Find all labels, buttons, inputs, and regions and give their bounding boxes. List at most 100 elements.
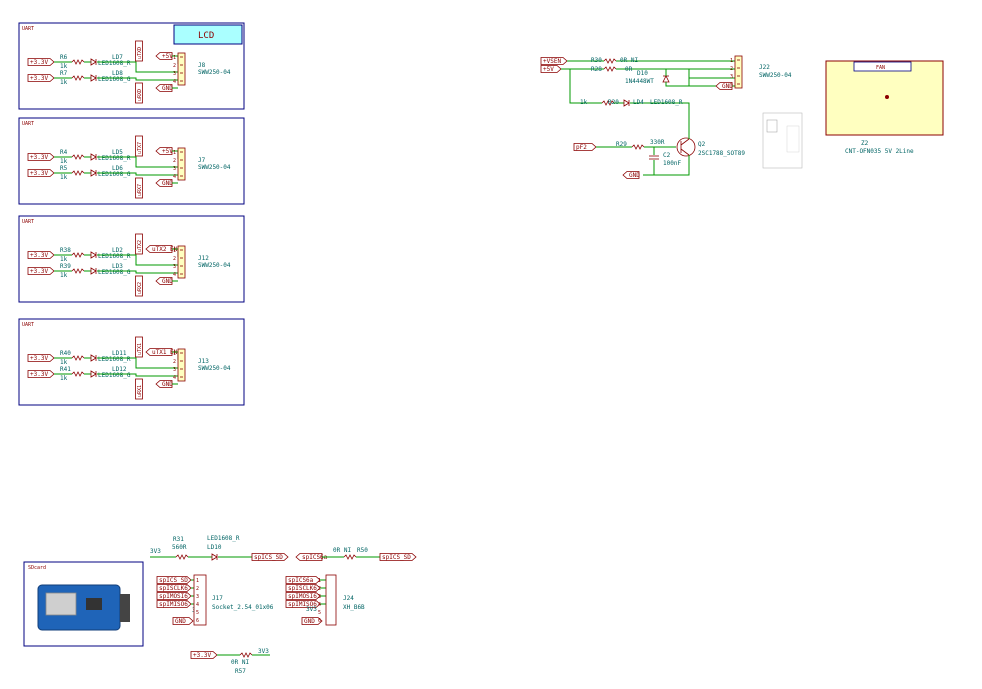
r29-ref: R29 <box>616 141 627 148</box>
resistor-ref: R41 <box>60 366 71 373</box>
wire <box>665 82 689 87</box>
ld10-value: LED1608_R <box>207 535 240 542</box>
resistor-ref: R5 <box>60 165 68 172</box>
tx-net-flag-label: uTXD <box>137 47 143 59</box>
pin-number: 3 <box>173 367 176 373</box>
resistor-value: 1k <box>60 375 68 382</box>
rail-flag-label: +3.3V <box>30 355 48 362</box>
j17-pin-number: 1 <box>196 578 199 584</box>
p5v-flag-label: +5V <box>543 66 554 73</box>
uart-block-frame <box>18 318 245 406</box>
j17-connector <box>193 574 207 626</box>
lcd-label: LCD <box>198 31 214 41</box>
q2-gnd-flag-label: GND <box>629 172 640 179</box>
connector-ref: J8 <box>198 62 206 69</box>
resistor-symbol <box>71 252 85 258</box>
rail-flag <box>27 74 55 82</box>
j17-net-flag-label: spICS_SD <box>159 577 188 584</box>
r28-ref: R28 <box>591 66 602 73</box>
sdcard-frame <box>23 561 144 647</box>
r20-ref: R20 <box>608 99 619 106</box>
uart-block-frame <box>18 117 245 205</box>
j17-net-flag <box>156 576 192 584</box>
pin-number: 1 <box>173 55 176 61</box>
j24-pin-number: 1 <box>318 578 321 584</box>
fan-label-box <box>853 61 912 72</box>
q2-symbol <box>676 137 696 157</box>
uart-connector <box>177 245 186 279</box>
pin-number: 1 <box>730 58 733 64</box>
led-value: LED1608_R <box>98 356 131 363</box>
pin-number: 3 <box>173 166 176 172</box>
led-ref: LD2 <box>112 247 123 254</box>
resistor-symbol <box>71 75 85 81</box>
j17-ref: J17 <box>212 595 223 602</box>
j24-net-flag-label: spICS6a <box>288 577 314 584</box>
j24-value: XH_B6B <box>343 604 365 611</box>
lcd-label-box <box>173 24 243 45</box>
fan-module-body <box>825 60 944 136</box>
pin-number: 4 <box>173 174 176 180</box>
rx-net-flag-label: uRXD <box>137 89 143 101</box>
r57-ref: R57 <box>235 668 246 675</box>
r57-value: 0R NI <box>231 659 249 666</box>
uart-block-title: UART <box>22 322 34 328</box>
resistor-value: 1k <box>60 79 68 86</box>
rail-flag-label: +3.3V <box>30 75 48 82</box>
rx-net-flag <box>135 378 143 400</box>
sdcard-header-pins <box>120 594 130 622</box>
j17-pin-number: 6 <box>196 618 199 624</box>
j17-pin-number: 2 <box>196 586 199 592</box>
ld4-value: LED1608_R <box>650 99 683 106</box>
led-value: LED1608_R <box>98 253 131 260</box>
resistor-symbol <box>71 170 85 176</box>
tx-net-flag-label: uTX7 <box>137 142 143 154</box>
wire <box>97 77 178 81</box>
led-ref: LD6 <box>112 165 123 172</box>
r50-ref: R50 <box>357 547 368 554</box>
j24-net-flag <box>285 584 321 592</box>
rx-net-flag-label: uRX7 <box>137 184 143 196</box>
vsen-flag-label: +VSEN <box>543 58 561 65</box>
rail-flag <box>27 354 55 362</box>
rail-flag <box>27 370 55 378</box>
j24-pin-number: 6 <box>318 618 321 624</box>
diode-symbol <box>90 74 97 82</box>
j17-value: Socket_2.54_01x06 <box>212 604 274 611</box>
pin-number: 1 <box>173 248 176 254</box>
j17-pin-number: 4 <box>196 602 199 608</box>
resistor-ref: R38 <box>60 247 71 254</box>
pin-number: 1 <box>173 351 176 357</box>
tx-net-flag <box>135 135 143 157</box>
diode-symbol <box>211 553 218 561</box>
pf2-flag <box>573 143 597 151</box>
resistor-value: 1k <box>60 63 68 70</box>
r31-ref: R31 <box>173 536 184 543</box>
resistor-value: 1k <box>60 256 68 263</box>
resistor-symbol <box>71 355 85 361</box>
pf2-flag-label: pF2 <box>576 144 587 151</box>
j17-gnd-flag-label: GND <box>175 618 186 625</box>
j24-net-flag-label: spIMISO6 <box>288 601 317 608</box>
q2-collector <box>680 138 690 146</box>
wire <box>97 270 178 274</box>
q2-gnd-flag <box>622 171 640 179</box>
r57-3v3: 3V3 <box>258 648 269 655</box>
cs-sd-flag-label: spICS_SD <box>254 554 283 561</box>
diode-symbol <box>90 251 97 259</box>
connector-value: SWW250-04 <box>198 69 231 76</box>
j17-net-flag <box>156 584 192 592</box>
fan-center-dot <box>885 95 889 99</box>
q2-emitter <box>680 148 690 156</box>
power-flag-label: +5V <box>162 148 173 155</box>
resistor-value: 1k <box>60 272 68 279</box>
resistor-symbol <box>71 371 85 377</box>
led-value: LED1608_R <box>98 60 131 67</box>
j24-gnd-flag-label: GND <box>304 618 315 625</box>
pin-number: 3 <box>730 74 733 80</box>
d10-value: 1N4448WT <box>625 78 654 85</box>
diode-symbol <box>90 370 97 378</box>
rail-flag-label: +3.3V <box>30 154 48 161</box>
tx-net-flag-label: uTX1 <box>137 343 143 355</box>
j22-ref: J22 <box>759 64 770 71</box>
